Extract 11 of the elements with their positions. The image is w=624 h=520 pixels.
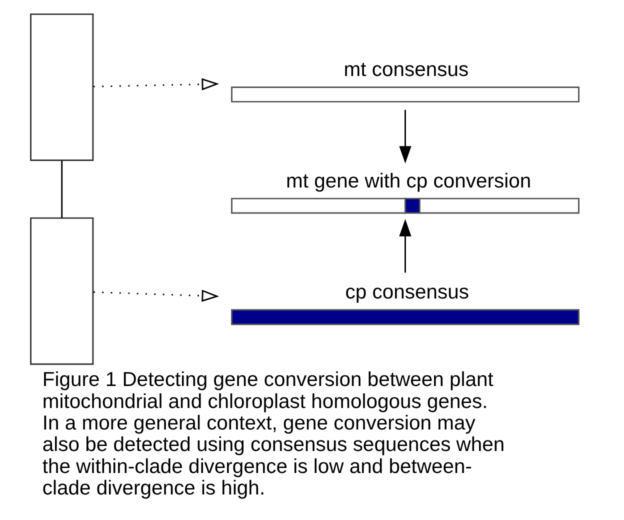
node-label: mt gene with cp conversion [286,170,532,192]
node-label: cp consensus [345,282,469,304]
node-box [30,13,94,161]
connector [61,160,63,218]
caption: Figure 1 Detecting gene conversion between plant mitochondrial and chloroplast homologous genes. In a more general context, gene conversion may also be detected using consensus sequences when the within-clade divergence is low and between-clade divergence is high. [42,369,505,500]
arrow [94,290,220,302]
node-box [30,217,94,365]
arrow [94,78,220,90]
arrow [399,219,412,273]
arrow [399,110,412,164]
node-label: mt consensus [344,58,469,81]
